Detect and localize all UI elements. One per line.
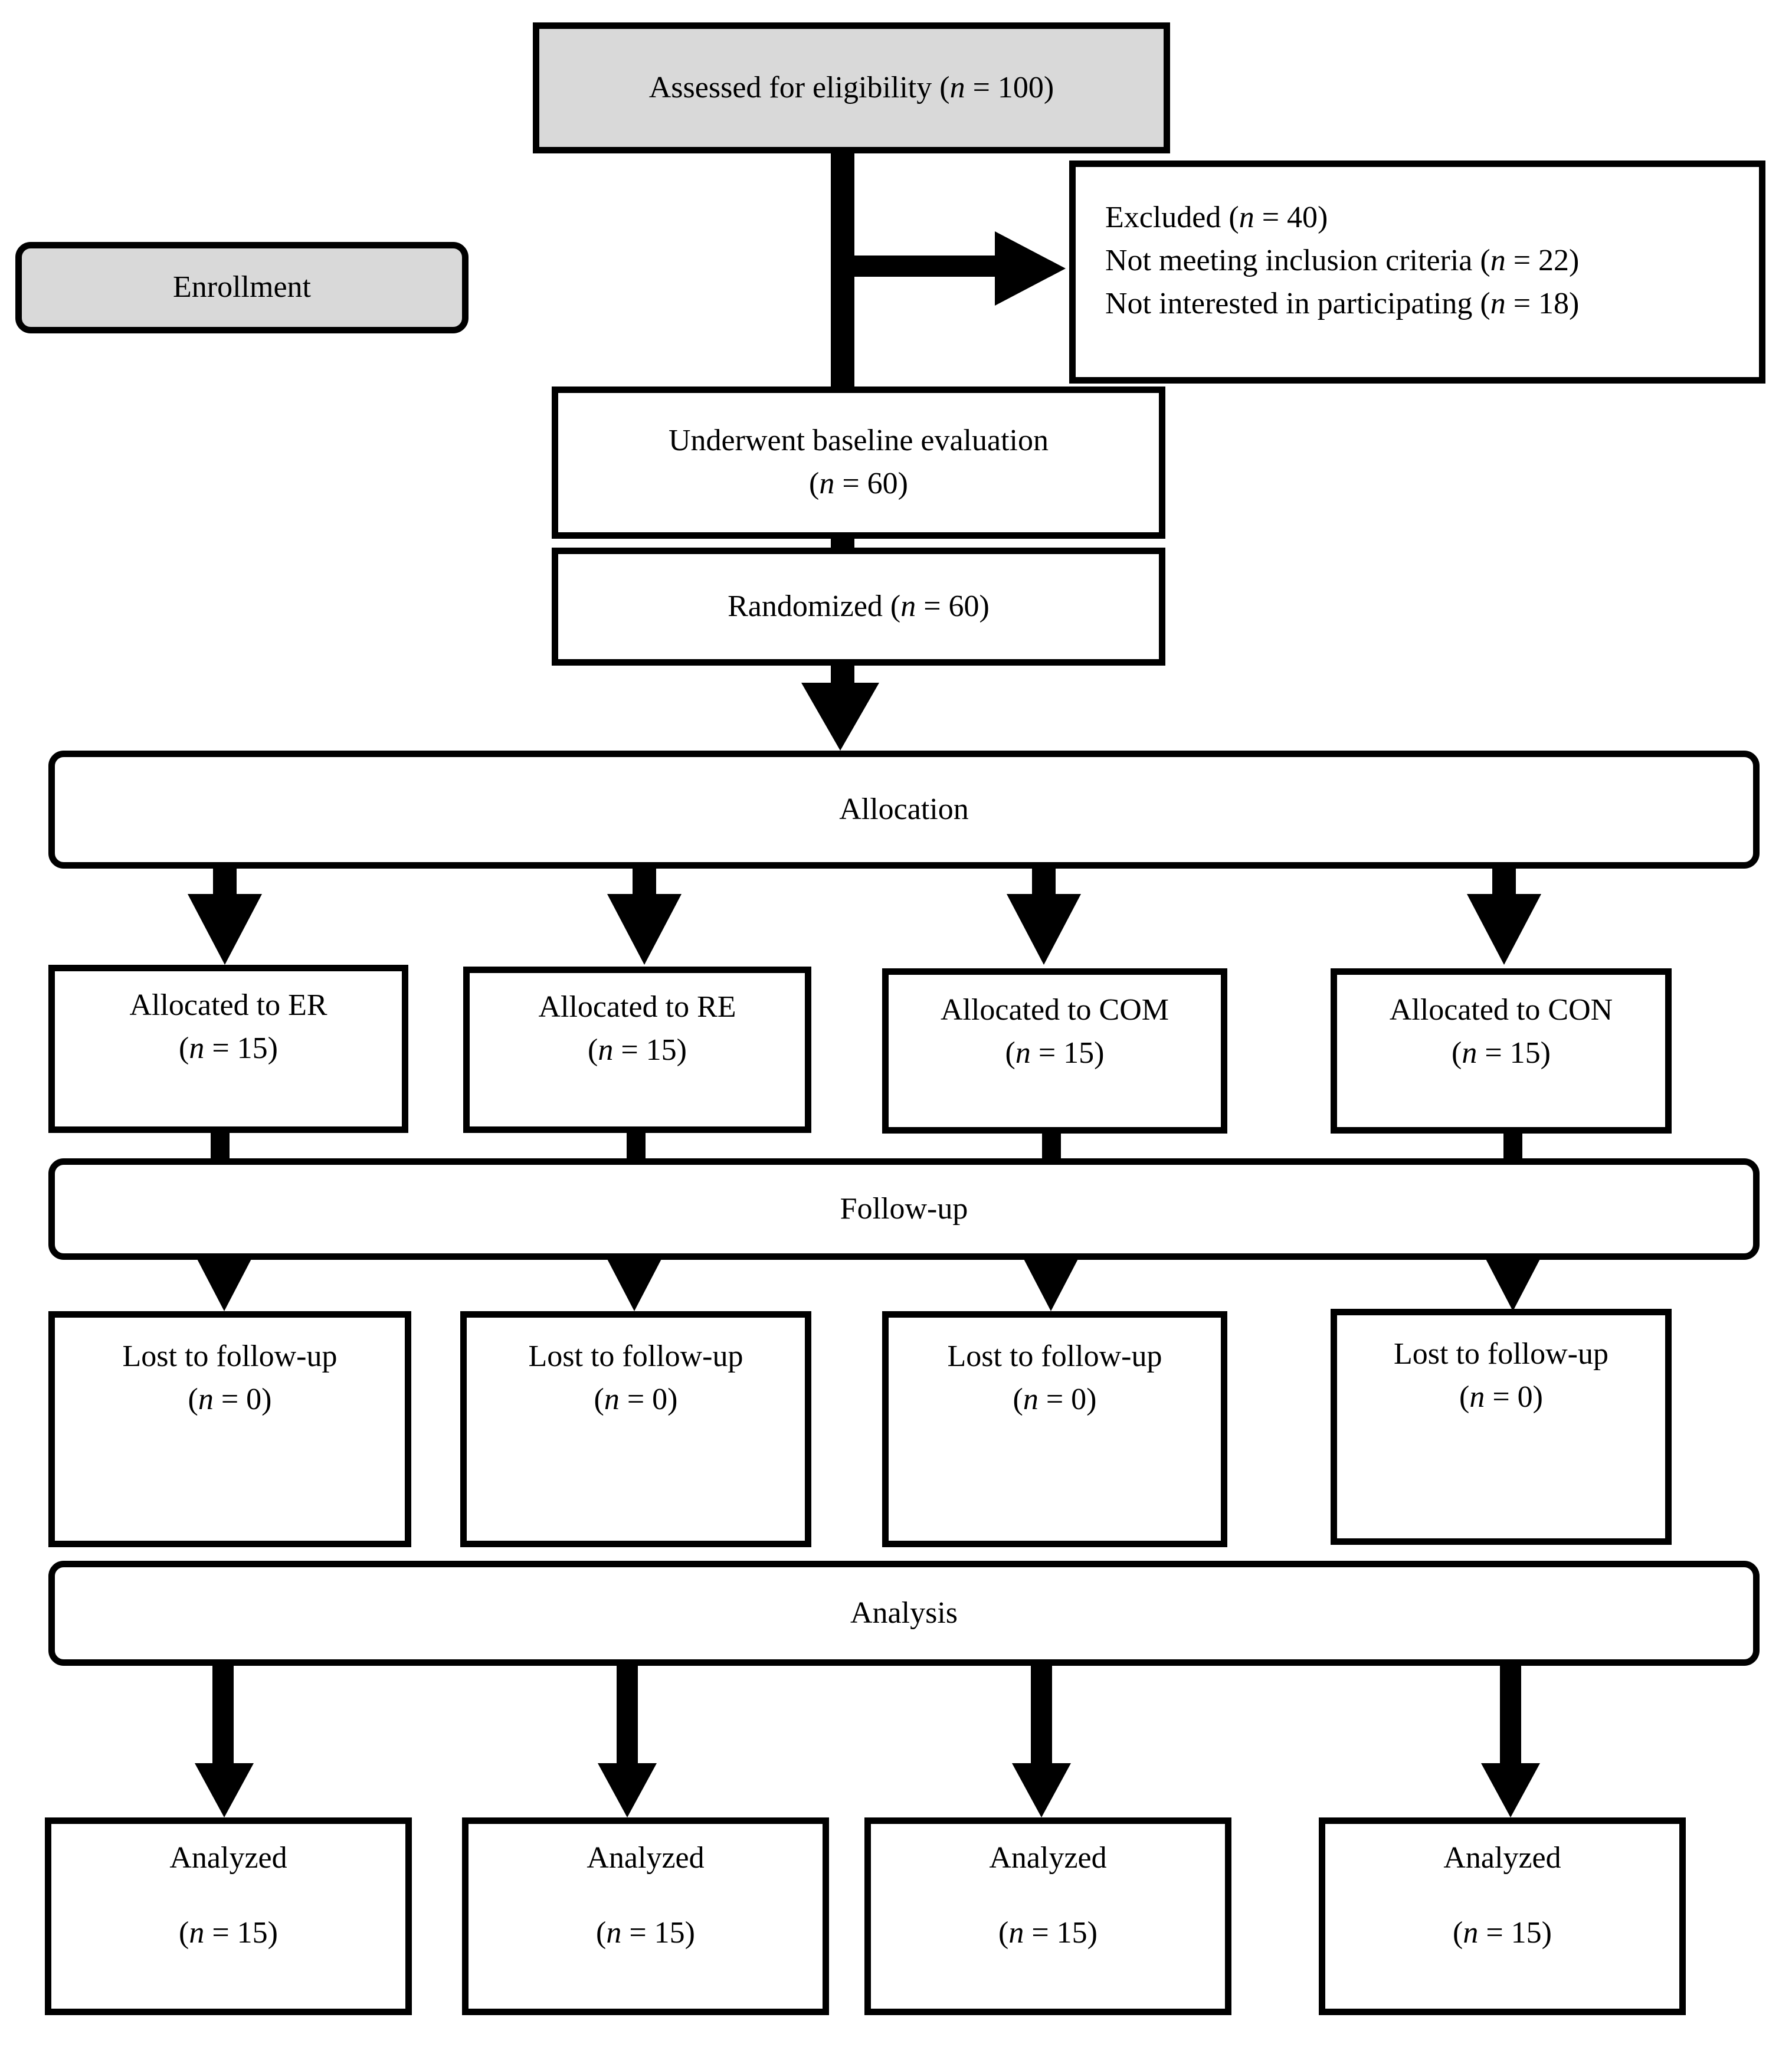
connector-er-followup xyxy=(211,1127,230,1162)
analyzed-com-count: (n = 15) xyxy=(998,1915,1098,1950)
lost-com-box: Lost to follow-up (n = 0) xyxy=(882,1311,1227,1547)
randomized-text: Randomized (n = 60) xyxy=(728,589,990,623)
allocated-re-count: (n = 15) xyxy=(588,1033,687,1067)
allocated-com-count: (n = 15) xyxy=(1005,1036,1105,1070)
allocated-con-box: Allocated to CON (n = 15) xyxy=(1331,968,1672,1134)
arrow-analysis-com xyxy=(1012,1763,1071,1817)
connector-alloc-er xyxy=(213,864,237,894)
assessed-box: Assessed for eligibility (n = 100) xyxy=(533,22,1170,153)
lost-con-label: Lost to follow-up xyxy=(1394,1337,1608,1371)
connector-alloc-re xyxy=(633,864,656,894)
enrollment-label: Enrollment xyxy=(15,242,469,333)
randomized-box: Randomized (n = 60) xyxy=(552,548,1165,666)
assessed-text: Assessed for eligibility (n = 100) xyxy=(648,70,1054,104)
allocated-er-label: Allocated to ER xyxy=(129,988,327,1022)
lost-com-count: (n = 0) xyxy=(1013,1382,1097,1416)
arrow-alloc-re xyxy=(607,894,682,965)
lost-con-box: Lost to follow-up (n = 0) xyxy=(1331,1309,1672,1545)
baseline-count: (n = 60) xyxy=(809,467,908,500)
connector-excluded xyxy=(854,256,996,277)
allocation-banner: Allocation xyxy=(48,751,1760,869)
allocated-re-label: Allocated to RE xyxy=(538,990,736,1024)
excluded-total: Excluded (n = 40) xyxy=(1105,201,1328,234)
analyzed-re-box: Analyzed (n = 15) xyxy=(462,1817,829,2015)
analysis-label: Analysis xyxy=(850,1596,958,1630)
arrow-analysis-re xyxy=(598,1763,657,1817)
analyzed-er-count: (n = 15) xyxy=(179,1915,278,1950)
arrow-alloc-er xyxy=(188,894,262,965)
connector-analysis-con xyxy=(1500,1663,1521,1764)
analyzed-con-count: (n = 15) xyxy=(1453,1915,1552,1950)
connector-alloc-con xyxy=(1492,864,1516,894)
excluded-criteria: Not meeting inclusion criteria (n = 22) xyxy=(1105,243,1580,277)
arrow-analysis-er xyxy=(195,1763,254,1817)
followup-banner: Follow-up xyxy=(48,1158,1760,1260)
lost-re-box: Lost to follow-up (n = 0) xyxy=(460,1311,811,1547)
connector-trunk xyxy=(831,150,854,392)
arrow-followup-com xyxy=(1021,1255,1080,1311)
arrow-alloc-con xyxy=(1467,894,1541,965)
connector-analysis-re xyxy=(617,1663,638,1764)
analyzed-er-label: Analyzed xyxy=(169,1841,287,1875)
lost-er-box: Lost to follow-up (n = 0) xyxy=(48,1311,411,1547)
allocated-com-label: Allocated to COM xyxy=(940,993,1169,1027)
allocated-con-label: Allocated to CON xyxy=(1389,993,1613,1027)
analysis-banner: Analysis xyxy=(48,1561,1760,1666)
connector-re-followup xyxy=(627,1127,646,1162)
followup-label: Follow-up xyxy=(840,1191,968,1226)
baseline-box: Underwent baseline evaluation (n = 60) xyxy=(552,387,1165,539)
allocation-label: Allocation xyxy=(839,792,969,826)
connector-analysis-com xyxy=(1031,1663,1052,1764)
excluded-box: Excluded (n = 40) Not meeting inclusion … xyxy=(1069,161,1765,384)
excluded-not-interested: Not interested in participating (n = 18) xyxy=(1105,286,1580,320)
analyzed-com-label: Analyzed xyxy=(989,1841,1107,1875)
arrow-excluded xyxy=(995,231,1066,306)
lost-er-count: (n = 0) xyxy=(188,1382,272,1416)
lost-re-count: (n = 0) xyxy=(594,1382,678,1416)
allocated-com-box: Allocated to COM (n = 15) xyxy=(882,968,1227,1134)
allocated-con-count: (n = 15) xyxy=(1452,1036,1551,1070)
arrow-allocation xyxy=(801,683,879,751)
connector-analysis-er xyxy=(212,1663,234,1764)
analyzed-con-label: Analyzed xyxy=(1443,1841,1561,1875)
arrow-followup-er xyxy=(195,1255,254,1311)
analyzed-re-count: (n = 15) xyxy=(596,1915,695,1950)
analyzed-com-box: Analyzed (n = 15) xyxy=(864,1817,1231,2015)
lost-con-count: (n = 0) xyxy=(1459,1380,1543,1414)
connector-alloc-com xyxy=(1032,864,1056,894)
allocated-er-count: (n = 15) xyxy=(179,1031,278,1065)
enrollment-text: Enrollment xyxy=(173,270,311,304)
allocated-er-box: Allocated to ER (n = 15) xyxy=(48,965,408,1133)
arrow-analysis-con xyxy=(1481,1763,1540,1817)
lost-re-label: Lost to follow-up xyxy=(528,1339,743,1373)
lost-er-label: Lost to follow-up xyxy=(122,1339,338,1373)
analyzed-con-box: Analyzed (n = 15) xyxy=(1319,1817,1686,2015)
arrow-alloc-com xyxy=(1007,894,1081,965)
analyzed-er-box: Analyzed (n = 15) xyxy=(45,1817,412,2015)
arrow-followup-re xyxy=(605,1255,664,1311)
lost-com-label: Lost to follow-up xyxy=(947,1339,1162,1373)
allocated-re-box: Allocated to RE (n = 15) xyxy=(463,967,811,1133)
arrow-followup-con xyxy=(1483,1255,1542,1311)
baseline-text: Underwent baseline evaluation xyxy=(669,424,1049,458)
analyzed-re-label: Analyzed xyxy=(587,1841,705,1875)
